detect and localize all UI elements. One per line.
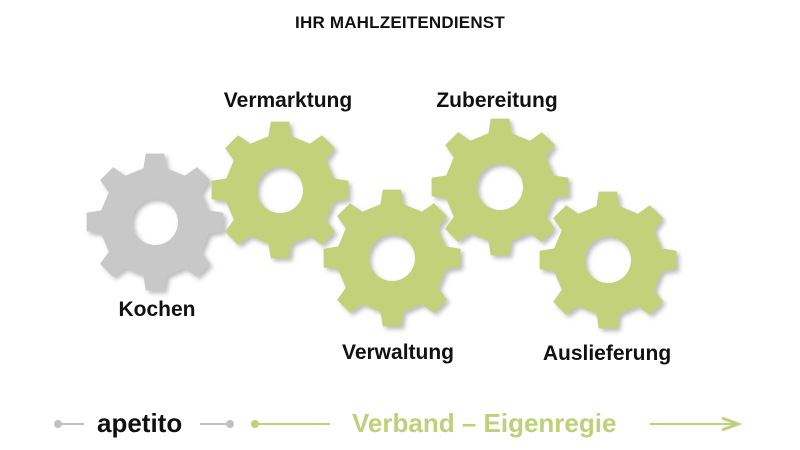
legend-apetito: apetito [97,408,183,438]
gear-icon [323,189,461,327]
gear-label-kochen: Kochen [118,298,196,321]
apetito-range-line [54,420,234,428]
gear-icon [86,153,224,291]
legend-verband-eigenregie: Verband – Eigenregie [352,408,617,438]
page-title: IHR MAHLZEITENDIENST [295,13,505,32]
gear-label-zubereitung: Zubereitung [436,89,558,112]
gear-label-auslieferung: Auslieferung [542,342,672,365]
gear-label-verwaltung: Verwaltung [341,341,455,364]
gear-icon [211,121,349,259]
range-end-dot-icon [226,420,234,428]
gear-icon [431,118,569,256]
verband-range-line [251,420,738,428]
gear-icon [539,191,677,329]
gear-label-vermarktung: Vermarktung [223,89,353,112]
